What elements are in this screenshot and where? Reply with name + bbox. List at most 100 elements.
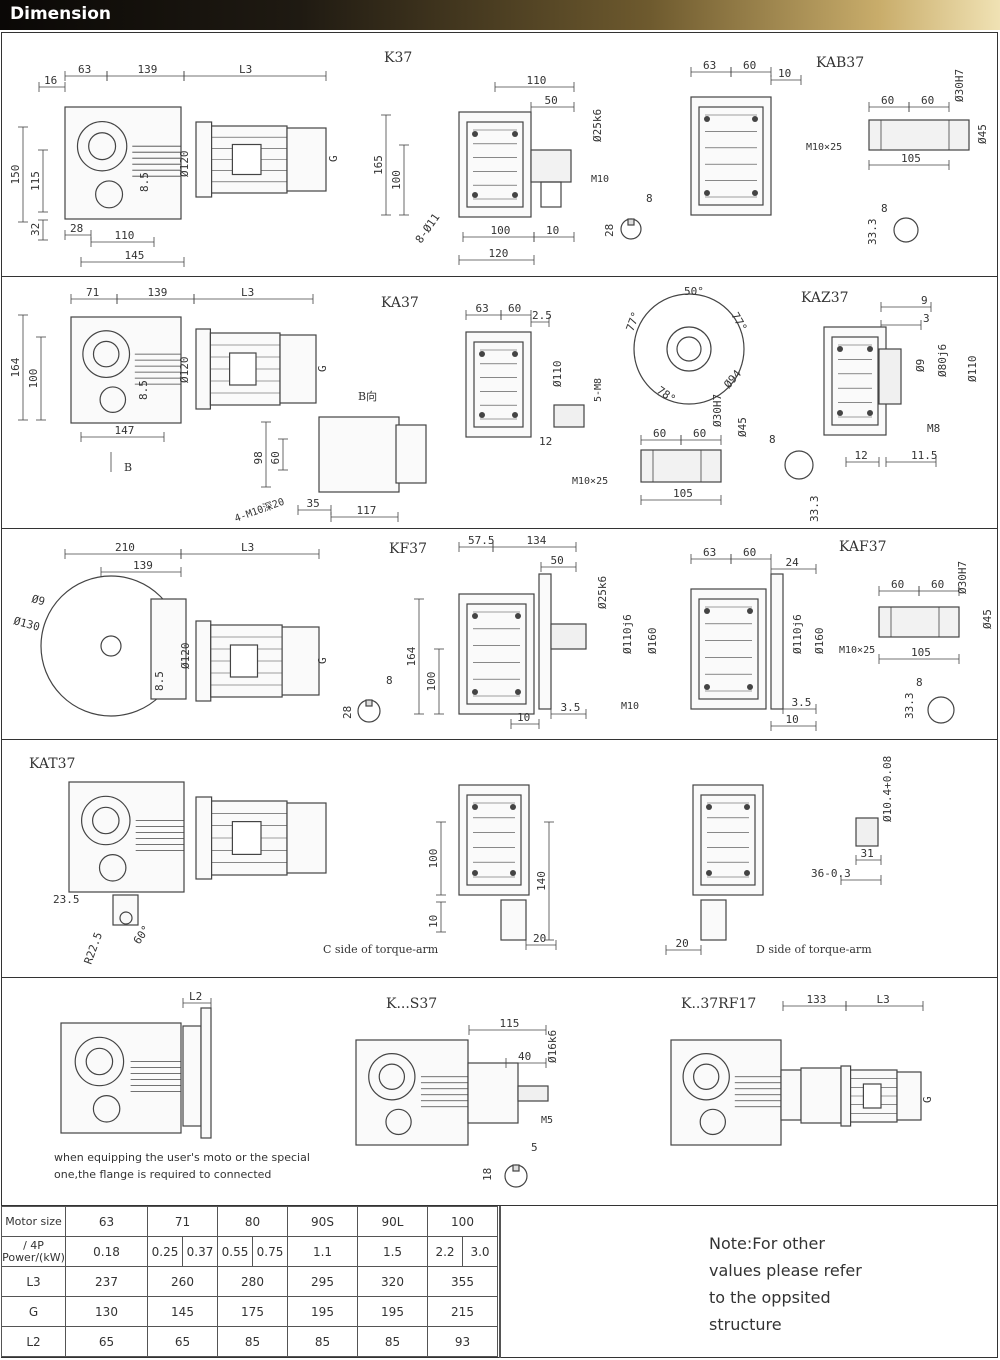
dimension-label: M10 — [591, 174, 609, 185]
dimension-label: 60 — [881, 94, 894, 107]
bolt-hole — [837, 346, 843, 352]
view-caption: D side of torque-arm — [756, 943, 872, 956]
dimension-label: L3 — [877, 993, 890, 1006]
table-row: Motor size 63 71 80 90S 90L 100 — [1, 1206, 498, 1237]
dimension-label: 36-0.3 — [811, 867, 851, 880]
gearbox-housing — [355, 1039, 469, 1146]
spec-table: Motor size 63 71 80 90S 90L 100 / 4P Pow… — [1, 1206, 498, 1357]
dimension-label: 5-M8 — [593, 378, 604, 402]
view-caption: C side of torque-arm — [323, 943, 439, 956]
bolt-hole — [704, 684, 710, 690]
hollow-shaft — [868, 119, 970, 151]
dimension-label: Ø94 — [721, 367, 744, 391]
gearbox-front-view — [458, 111, 532, 218]
dimension-label: 110 — [527, 74, 547, 87]
table-cell: 2.2 — [427, 1236, 463, 1267]
dimension-label: 50° — [684, 285, 704, 298]
dimension-label: Ø10.4+0.08 — [881, 756, 894, 822]
dimension-label: M10×25 — [806, 142, 842, 153]
dimension-label: M10×25 — [572, 476, 608, 487]
table-cell: 0.25 — [147, 1236, 183, 1267]
table-cell: 280 — [217, 1266, 288, 1297]
bolt-hole — [472, 804, 478, 810]
dimension-label: 63 — [476, 302, 489, 315]
dimension-label: 10 — [427, 915, 440, 928]
dimension-label: 150 — [9, 165, 22, 185]
dimension-label: 139 — [138, 63, 158, 76]
table-cell: 100 — [427, 1206, 498, 1237]
table-cell: 0.18 — [65, 1236, 148, 1267]
key-slot — [512, 1164, 520, 1172]
hollow-shaft-section — [927, 696, 955, 724]
gearbox-ribs — [473, 341, 524, 428]
dimension-label: M5 — [541, 1115, 553, 1126]
table-cell: 90L — [357, 1206, 428, 1237]
dimension-label: Ø45 — [976, 124, 989, 144]
bolt-hole — [472, 192, 478, 198]
dimension-label: Ø110j6 — [621, 614, 634, 654]
motor-adapter-flange — [200, 1007, 212, 1139]
output-bore — [92, 340, 120, 368]
gearbox-front-view — [458, 593, 535, 715]
gearbox-front-view — [823, 326, 887, 436]
dimension-label: 10 — [546, 224, 559, 237]
dimension-label: 60 — [743, 546, 756, 559]
gearbox-housing — [70, 316, 182, 424]
dimension-label: M10 — [621, 701, 639, 712]
table-cell: 1.5 — [357, 1236, 428, 1267]
gearbox-ribs — [466, 603, 527, 705]
gearbox-housing — [150, 598, 187, 700]
dimension-label: 60° — [131, 923, 153, 947]
gearbox-front-view — [465, 331, 532, 438]
dimension-label: 77° — [728, 310, 749, 334]
key-slot — [627, 218, 635, 226]
dimension-label: 20 — [533, 932, 546, 945]
dimension-label: R22.5 — [82, 930, 106, 966]
output-flange — [770, 573, 784, 710]
gearbox-housing — [60, 1022, 182, 1134]
dimension-label: 8 — [386, 674, 393, 687]
dimension-label: 63 — [703, 546, 716, 559]
view-label: B — [124, 461, 132, 474]
bolt-hole — [747, 684, 753, 690]
bolt-hole — [706, 870, 712, 876]
dimension-label: Ø120 — [179, 643, 192, 670]
motor-flange — [195, 620, 212, 702]
dimension-label: 63 — [703, 59, 716, 72]
dimension-label: 60 — [653, 427, 666, 440]
motor-fan-cover — [286, 802, 327, 874]
dimension-label: 18 — [481, 1168, 494, 1181]
gearbox-front-view — [690, 588, 767, 710]
dimension-label: 60 — [931, 578, 944, 591]
model-label: KA37 — [381, 295, 419, 311]
terminal-box — [862, 1083, 882, 1109]
dimension-label: 145 — [125, 249, 145, 262]
table-row: L3 237 260 280 295 320 355 — [1, 1266, 498, 1297]
dimension-label: 3.5 — [792, 696, 812, 709]
dimension-label: 139 — [133, 559, 153, 572]
output-bore — [81, 795, 131, 846]
gearbox-front-view — [458, 784, 530, 896]
dimension-label: Ø30H7 — [956, 561, 969, 594]
output-bore — [85, 1047, 114, 1076]
dimension-label: 5 — [531, 1141, 538, 1154]
dimension-label: 28 — [603, 224, 616, 237]
dimension-label: 2.5 — [532, 309, 552, 322]
bolt-hole — [512, 131, 518, 137]
note-line: to the oppsited — [709, 1288, 831, 1307]
bolt-hole — [744, 870, 750, 876]
dimension-label: 9 — [921, 294, 928, 307]
dimension-label: Ø80j6 — [936, 344, 949, 377]
dimension-label: 71 — [86, 286, 99, 299]
dimension-label: Ø160 — [646, 628, 659, 655]
section-header: Dimension — [0, 0, 1000, 30]
dimension-label: 165 — [372, 155, 385, 175]
dimension-label: 8.5 — [153, 671, 166, 691]
bolt-hole — [510, 804, 516, 810]
dimension-label: 60 — [269, 451, 282, 464]
dimension-label: 63 — [78, 63, 91, 76]
dimension-label: 10 — [517, 711, 530, 724]
dimension-label: 105 — [673, 487, 693, 500]
